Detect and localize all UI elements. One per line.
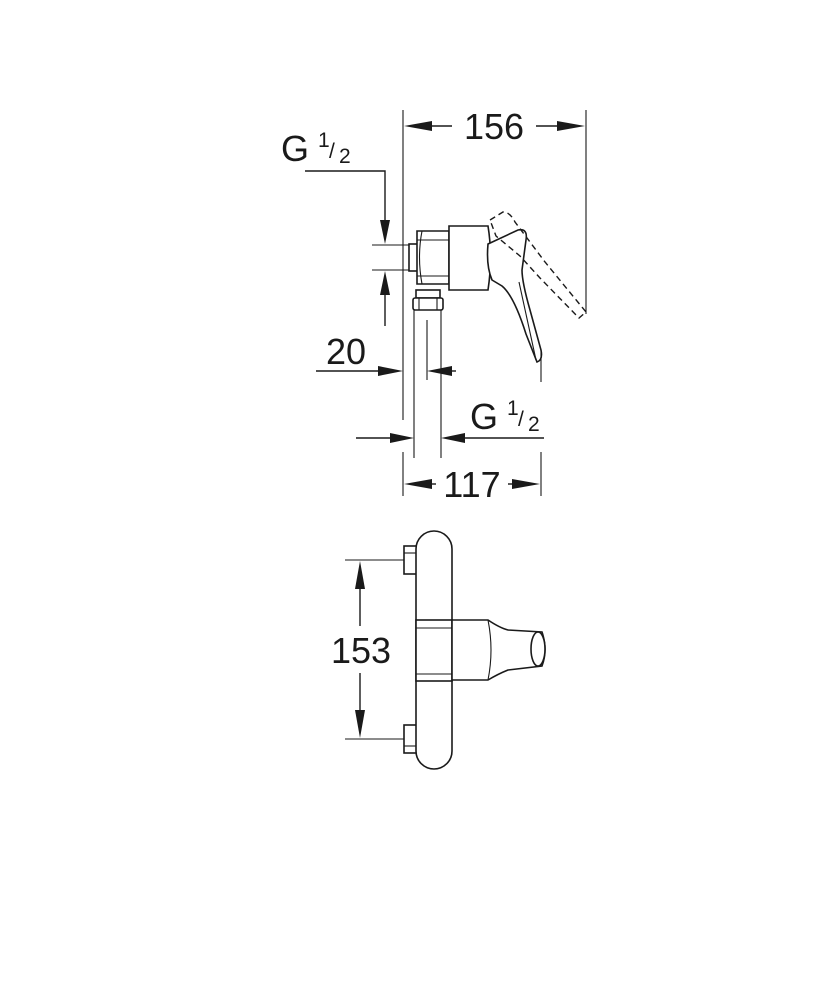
arrow-153-down bbox=[355, 710, 365, 738]
lever-tip bbox=[530, 631, 546, 667]
lever-solid bbox=[486, 228, 543, 363]
thread-top-numerator: 1 bbox=[318, 129, 330, 152]
dimension-156-label: 156 bbox=[464, 106, 524, 147]
dimension-20: 20 bbox=[316, 331, 456, 376]
thread-bottom-arrow-left bbox=[441, 433, 465, 443]
thread-label-bottom: G 1 / 2 bbox=[356, 396, 544, 443]
thread-top-denominator: 2 bbox=[339, 145, 351, 168]
lever-handle bbox=[486, 228, 543, 363]
thread-top-leader bbox=[305, 170, 386, 221]
lever-dashed bbox=[489, 211, 587, 319]
outlet-pipe bbox=[402, 245, 442, 458]
thread-top-slash: / bbox=[329, 140, 335, 163]
thread-bottom-arrow-right bbox=[390, 433, 414, 443]
outlet-nut bbox=[412, 297, 444, 311]
arrow-117-right bbox=[512, 479, 540, 489]
stub-bottom bbox=[403, 724, 418, 754]
thread-top-arrow-up bbox=[380, 271, 390, 295]
arrow-117-left bbox=[404, 479, 432, 489]
valve-body bbox=[408, 225, 492, 311]
thread-top-arrow-down bbox=[380, 220, 390, 244]
thread-bottom-numerator: 1 bbox=[507, 397, 519, 420]
arrow-left bbox=[404, 121, 432, 131]
thread-bottom-letter: G bbox=[470, 396, 498, 437]
cartridge-housing bbox=[448, 225, 492, 291]
outlet-ring bbox=[415, 289, 441, 299]
thread-bottom-denominator: 2 bbox=[528, 413, 540, 436]
cartridge-band bbox=[415, 619, 453, 682]
dimension-20-label: 20 bbox=[326, 331, 366, 372]
thread-bottom-slash: / bbox=[518, 408, 524, 431]
dimension-117-label: 117 bbox=[443, 464, 500, 505]
dimension-156: 156 bbox=[402, 106, 587, 314]
dimension-153: 153 bbox=[331, 559, 404, 740]
dim-20-arrow-right bbox=[427, 366, 452, 376]
dim-20-arrow-left bbox=[378, 366, 403, 376]
dimension-117: 117 bbox=[402, 350, 542, 505]
thread-label-top: G 1 / 2 bbox=[281, 128, 412, 326]
stub-top bbox=[403, 545, 418, 575]
arrow-153-up bbox=[355, 561, 365, 589]
lever-alt-position bbox=[489, 211, 587, 319]
dimension-153-label: 153 bbox=[331, 630, 391, 671]
side-view: 156 G 1 / 2 bbox=[281, 106, 587, 505]
arrow-right bbox=[557, 121, 585, 131]
front-view: 153 bbox=[331, 530, 546, 770]
thread-top-letter: G bbox=[281, 128, 309, 169]
